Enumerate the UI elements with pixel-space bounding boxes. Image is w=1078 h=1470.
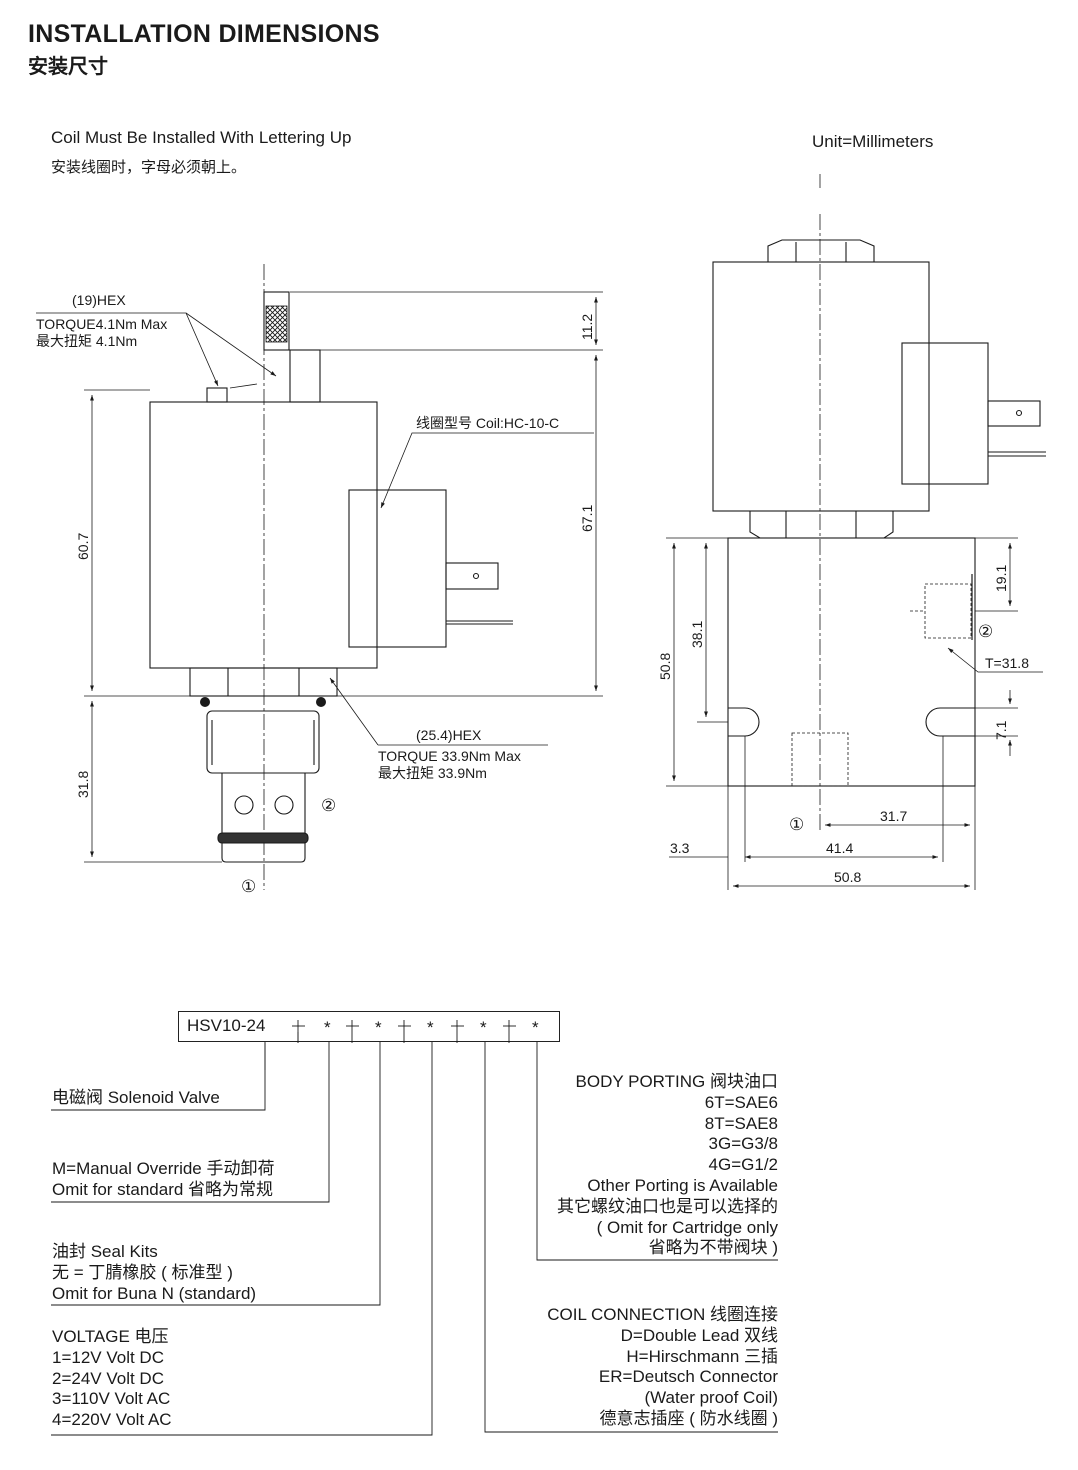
- hex-small-label: (19)HEX: [72, 292, 126, 308]
- code-field-1: *: [324, 1018, 331, 1037]
- torque-large-label: TORQUE 33.9Nm Max: [378, 748, 521, 764]
- code-field-2: *: [375, 1018, 382, 1037]
- code-field-5: *: [532, 1018, 539, 1037]
- t-dimension-label: T=31.8: [985, 655, 1029, 671]
- dim-50-8-horizontal: 50.8: [834, 869, 861, 885]
- unit-note: Unit=Millimeters: [812, 132, 934, 151]
- port-2-marker: ②: [321, 796, 336, 815]
- port-2-marker-right: ②: [978, 622, 993, 641]
- torque-large-cn-label: 最大扭矩 33.9Nm: [378, 765, 487, 781]
- dim-3-3: 3.3: [670, 840, 690, 856]
- hex-large-label: (25.4)HEX: [416, 727, 482, 743]
- model-code: HSV10-24: [187, 1016, 266, 1035]
- dim-50-8-vertical: 50.8: [657, 653, 673, 680]
- dim-11-2: 11.2: [579, 314, 595, 340]
- coil-note-cn: 安装线圈时，字母必须朝上。: [51, 159, 247, 176]
- ordering-code-box: [178, 1011, 560, 1042]
- seal-kit-desc: 油封 Seal Kits 无 = 丁腈橡胶 ( 标准型 ) Omit for B…: [52, 1242, 257, 1303]
- torque-small-cn-label: 最大扭矩 4.1Nm: [36, 333, 137, 349]
- dim-38-1: 38.1: [689, 621, 705, 648]
- dim-41-4: 41.4: [826, 840, 853, 856]
- coil-connection-desc: COIL CONNECTION 线圈连接 D=Double Lead 双线 H=…: [547, 1305, 778, 1428]
- port-1-marker: ①: [241, 877, 256, 896]
- coil-model-label: 线圈型号 Coil:HC-10-C: [416, 415, 559, 431]
- page-title: INSTALLATION DIMENSIONS: [28, 20, 380, 48]
- torque-small-label: TORQUE4.1Nm Max: [36, 316, 167, 332]
- solenoid-valve-desc: 电磁阀 Solenoid Valve: [52, 1088, 220, 1107]
- manual-override-desc: M=Manual Override 手动卸荷 Omit for standard…: [52, 1159, 275, 1199]
- port-1-marker-right: ①: [789, 815, 804, 834]
- coil-note: Coil Must Be Installed With Lettering Up: [51, 128, 352, 147]
- dim-7-1: 7.1: [993, 720, 1009, 740]
- page-title-cn: 安装尺寸: [28, 56, 108, 78]
- code-field-4: *: [480, 1018, 487, 1037]
- dim-67-1: 67.1: [579, 505, 595, 532]
- dim-31-7: 31.7: [880, 808, 907, 824]
- dim-60-7: 60.7: [75, 533, 91, 560]
- body-porting-desc: BODY PORTING 阀块油口 6T=SAE6 8T=SAE8 3G=G3/…: [557, 1072, 778, 1258]
- dim-31-8: 31.8: [75, 771, 91, 798]
- code-field-3: *: [427, 1018, 434, 1037]
- dim-19-1: 19.1: [993, 565, 1009, 592]
- voltage-desc: VOLTAGE 电压 1=12V Volt DC 2=24V Volt DC 3…: [52, 1327, 172, 1430]
